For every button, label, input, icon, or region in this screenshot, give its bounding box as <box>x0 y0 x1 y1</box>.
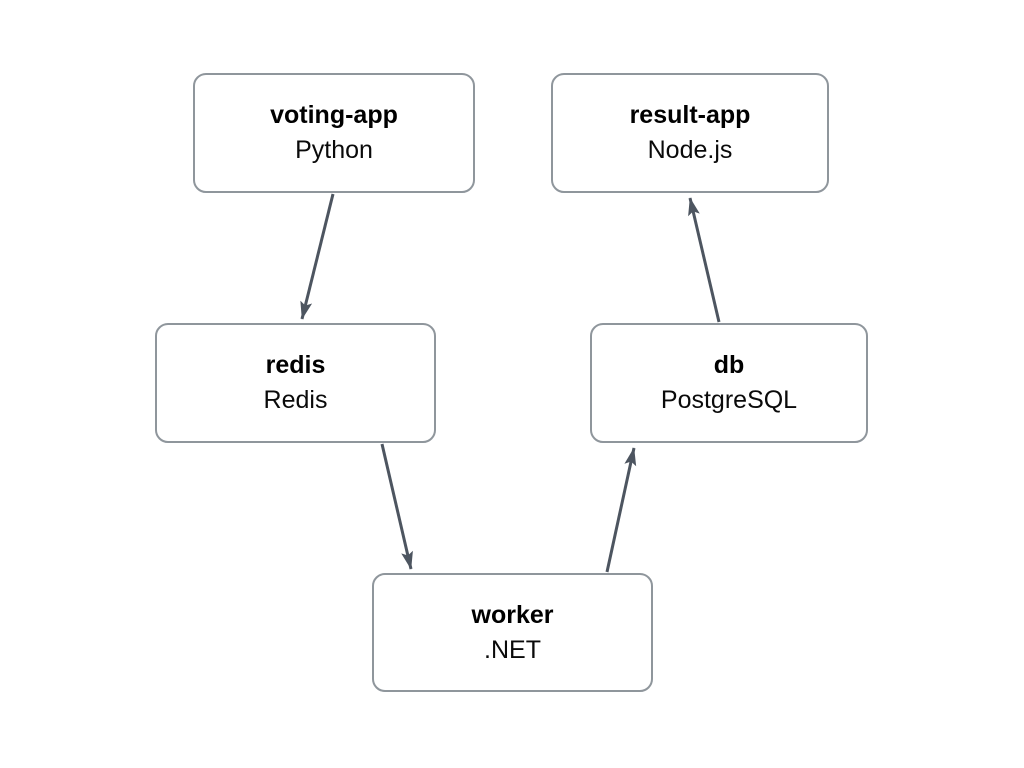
node-worker: worker .NET <box>372 573 653 692</box>
node-result-app-title: result-app <box>629 101 751 129</box>
node-worker-subtitle: .NET <box>484 635 541 664</box>
node-redis-title: redis <box>265 351 326 379</box>
edge-worker-to-db-arrow <box>605 447 637 573</box>
node-db: db PostgreSQL <box>590 323 868 443</box>
node-redis: redis Redis <box>155 323 436 443</box>
node-result-app-subtitle: Node.js <box>647 136 733 164</box>
node-db-title: db <box>713 351 745 379</box>
edge-db-to-result-app-arrow <box>688 197 721 323</box>
node-redis-subtitle: Redis <box>263 386 328 414</box>
node-result-app: result-app Node.js <box>551 73 829 193</box>
node-voting-app-title: voting-app <box>270 101 398 129</box>
node-voting-app-subtitle: Python <box>295 136 373 164</box>
node-worker-title: worker <box>471 600 554 629</box>
edge-voting-app-to-redis-arrow <box>300 193 335 320</box>
node-voting-app: voting-app Python <box>193 73 475 193</box>
node-db-subtitle: PostgreSQL <box>660 386 798 414</box>
edge-redis-to-worker-arrow <box>380 443 413 570</box>
